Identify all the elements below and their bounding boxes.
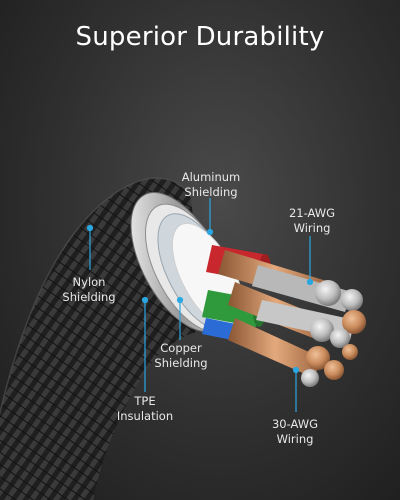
callout-nylon-line2: Shielding <box>62 290 116 304</box>
copper-strands <box>218 250 355 378</box>
wire-ends <box>301 280 366 387</box>
page-title: Superior Durability <box>75 22 325 52</box>
callout-copper-shielding: Copper Shielding <box>146 341 216 371</box>
callout-nylon-line1: Nylon <box>72 275 106 289</box>
callout-30-awg-wiring: 30-AWG Wiring <box>264 417 326 447</box>
callout-copper-line1: Copper <box>160 341 202 355</box>
callout-nylon-shielding: Nylon Shielding <box>56 275 122 305</box>
callout-21awg-line2: Wiring <box>293 221 331 235</box>
callout-copper-line2: Shielding <box>154 356 208 370</box>
callout-21-awg-wiring: 21-AWG Wiring <box>282 206 342 236</box>
callout-tpe-line1: TPE <box>134 394 156 408</box>
callout-lines <box>86 198 314 412</box>
callout-aluminum-line1: Aluminum <box>181 170 241 184</box>
callout-30awg-line1: 30-AWG <box>271 417 319 431</box>
callout-21awg-line1: 21-AWG <box>288 206 336 220</box>
callout-30awg-line2: Wiring <box>276 432 314 446</box>
callout-tpe-line2: Insulation <box>116 409 174 423</box>
callout-aluminum-shielding: Aluminum Shielding <box>176 170 246 200</box>
callout-aluminum-line2: Shielding <box>184 185 238 199</box>
callout-tpe-insulation: TPE Insulation <box>108 394 182 424</box>
